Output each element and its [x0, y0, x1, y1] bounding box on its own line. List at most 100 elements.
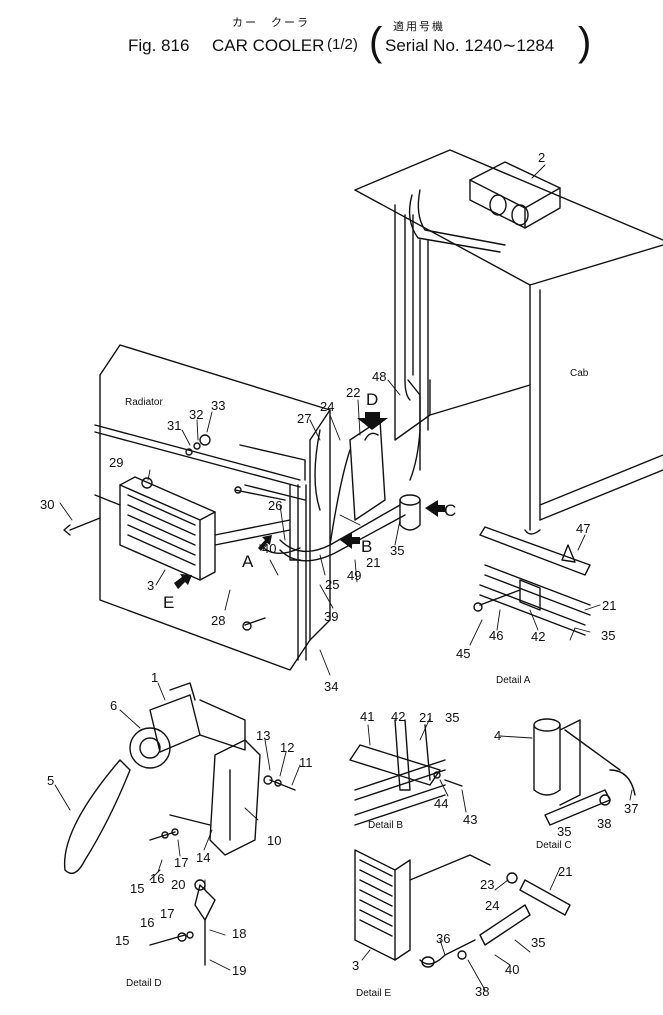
vertical-hoses [404, 214, 429, 481]
cooling-unit [408, 161, 561, 253]
callout-11: 11 [299, 755, 313, 770]
callout-42: 42 [531, 629, 545, 644]
callout-26: 26 [268, 498, 282, 513]
callout-35b: 35 [601, 628, 615, 643]
radiator-label: Radiator [125, 397, 163, 408]
callout-25: 25 [325, 577, 339, 592]
callout-20: 20 [171, 877, 185, 892]
arrow-b-label: B [361, 537, 372, 556]
detail-d-label: Detail D [126, 978, 162, 989]
callout-1: 1 [151, 670, 158, 685]
serial-japanese: 適用号機 [393, 21, 445, 33]
cab-label: Cab [570, 368, 589, 379]
callout-43: 43 [463, 812, 477, 827]
detail-e-label: Detail E [356, 988, 391, 999]
callout-42b: 42 [391, 709, 405, 724]
detail-c-drawing [533, 718, 636, 826]
callout-21c: 21 [419, 710, 433, 725]
callout-5: 5 [47, 773, 54, 788]
callout-44: 44 [434, 796, 448, 811]
callout-31: 31 [167, 418, 181, 433]
leader-lines [54, 164, 633, 991]
callout-4: 4 [494, 728, 501, 743]
callout-29: 29 [109, 455, 123, 470]
callout-36: 36 [436, 931, 450, 946]
figure-title: CAR COOLER [212, 36, 325, 55]
callout-35: 35 [390, 543, 404, 558]
callout-16b: 16 [140, 915, 154, 930]
arrow-b-shape [340, 532, 360, 549]
serial-range: Serial No. 1240∼1284 [385, 36, 555, 55]
callout-17b: 17 [160, 906, 174, 921]
arrow-c-label: C [444, 501, 456, 520]
bracket-right: ) [578, 20, 592, 64]
callout-37: 37 [624, 801, 638, 816]
detail-d-bracket [149, 739, 296, 966]
callout-27: 27 [297, 411, 311, 426]
callout-3: 3 [147, 578, 154, 593]
v-belt [63, 759, 131, 874]
callout-15b: 15 [115, 933, 129, 948]
callout-32: 32 [189, 407, 203, 422]
callout-28: 28 [211, 613, 225, 628]
callout-22: 22 [346, 385, 360, 400]
title-japanese: カー クーラ [232, 17, 310, 29]
callout-30: 30 [40, 497, 54, 512]
callout-15: 15 [130, 881, 144, 896]
callout-33: 33 [211, 398, 225, 413]
callout-24b: 24 [485, 898, 499, 913]
callout-49: 49 [347, 568, 361, 583]
radiator [94, 344, 331, 671]
arrow-a-label: A [242, 552, 254, 571]
brackets [63, 434, 291, 631]
callout-40: 40 [262, 541, 276, 556]
callout-12: 12 [280, 740, 294, 755]
callout-40b: 40 [505, 962, 519, 977]
arrow-e-label: E [163, 593, 174, 612]
callout-16: 16 [150, 871, 164, 886]
detail-b-label: Detail B [368, 820, 403, 831]
figure-number: Fig. 816 [128, 36, 190, 55]
callout-47: 47 [576, 521, 590, 536]
detail-b-drawing [349, 719, 463, 826]
callout-18: 18 [232, 926, 246, 941]
condenser [119, 476, 216, 581]
arrow-d-shape [357, 412, 388, 430]
hose-assembly [259, 419, 421, 562]
callout-21b: 21 [602, 598, 616, 613]
cab-outline [354, 149, 663, 535]
arrow-e-shape [174, 574, 192, 589]
figure-part: (1/2) [327, 36, 358, 53]
callout-24: 24 [320, 399, 334, 414]
callout-38b: 38 [475, 984, 489, 999]
callout-38: 38 [597, 816, 611, 831]
callout-2: 2 [538, 150, 545, 165]
callout-46: 46 [489, 628, 503, 643]
arrow-a-shape [258, 535, 272, 551]
callout-6: 6 [110, 698, 117, 713]
callout-41: 41 [360, 709, 374, 724]
callout-35d: 35 [557, 824, 571, 839]
callout-39: 39 [324, 609, 338, 624]
callout-14: 14 [196, 850, 210, 865]
detail-a-drawing [473, 526, 591, 636]
callout-48: 48 [372, 369, 386, 384]
callout-21d: 21 [558, 864, 572, 879]
compressor [129, 682, 246, 769]
arrow-d-label: D [366, 390, 378, 409]
bracket-left: ( [369, 20, 383, 64]
callout-45: 45 [456, 646, 470, 661]
callout-23: 23 [480, 877, 494, 892]
callout-3b: 3 [352, 958, 359, 973]
callout-13: 13 [256, 728, 270, 743]
callout-10: 10 [267, 833, 281, 848]
detail-a-label: Detail A [496, 675, 531, 686]
callout-17: 17 [174, 855, 188, 870]
callout-35e: 35 [531, 935, 545, 950]
arrow-c-shape [425, 500, 445, 517]
detail-c-label: Detail C [536, 840, 572, 851]
callout-34: 34 [324, 679, 338, 694]
callout-21: 21 [366, 555, 380, 570]
